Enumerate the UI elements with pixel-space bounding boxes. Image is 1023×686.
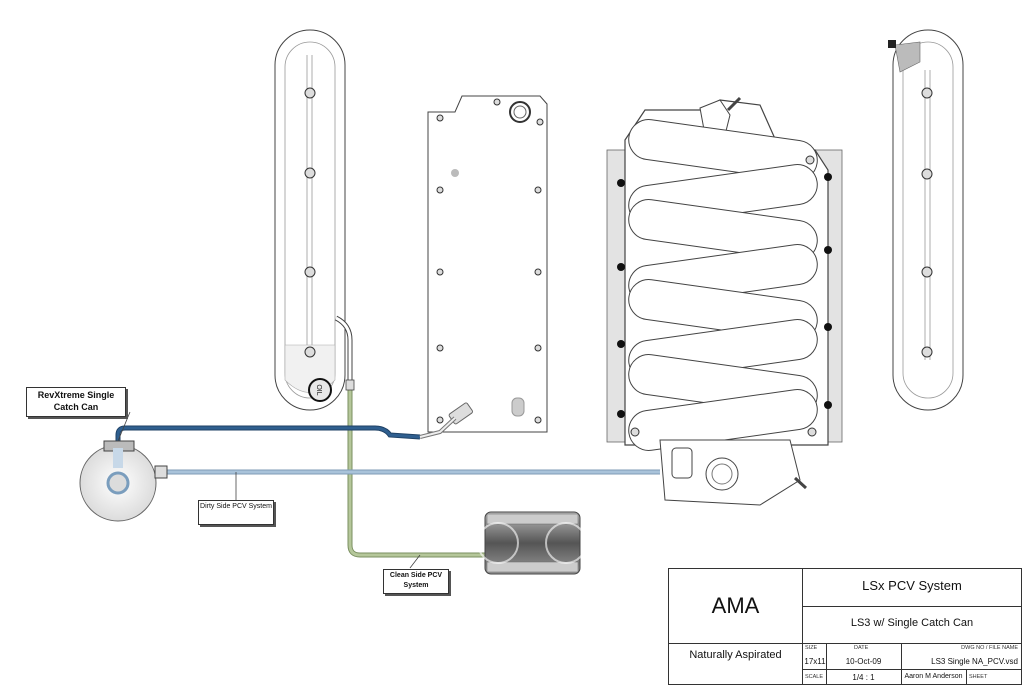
drawing-subtitle: LS3 w/ Single Catch Can [850, 617, 974, 629]
valley-cover [427, 95, 548, 433]
dwg-label: DWG NO / FILE NAME [961, 645, 1018, 651]
size-label: SIZE [805, 645, 818, 651]
oil-cap-label: OIL [315, 384, 322, 395]
catch-can-leader [117, 411, 131, 442]
catch-can [79, 440, 168, 522]
scale-label: SCALE [805, 674, 824, 680]
date-label: DATE [854, 645, 869, 651]
date-value: 10-Oct-09 [845, 657, 882, 666]
clean-side-label: Clean Side PCV System [383, 569, 449, 594]
dirty-side-label: Dirty Side PCV System [198, 500, 274, 525]
size-value: 17x11 [804, 657, 826, 666]
catch-can-label: RevXtreme Single Catch Can [26, 387, 126, 417]
company-name: AMA [711, 593, 760, 618]
scale-value: 1/4 : 1 [852, 673, 875, 682]
dirty-side-hose [115, 425, 421, 452]
hoses [115, 379, 660, 558]
left-valve-cover: OIL [274, 29, 353, 411]
right-valve-cover [888, 29, 964, 411]
drawing-title: LSx PCV System [862, 578, 962, 593]
system-type: Naturally Aspirated [689, 649, 782, 661]
breather-filter [477, 511, 587, 575]
author-value: Aaron M Anderson [904, 673, 963, 680]
sheet-label: SHEET [969, 674, 988, 680]
intake-manifold [606, 96, 843, 506]
dwg-value: LS3 Single NA_PCV.vsd [931, 657, 1018, 666]
clean-side-leader [409, 554, 421, 569]
title-block: AMA LSx PCV System LS3 w/ Single Catch C… [668, 568, 1022, 685]
